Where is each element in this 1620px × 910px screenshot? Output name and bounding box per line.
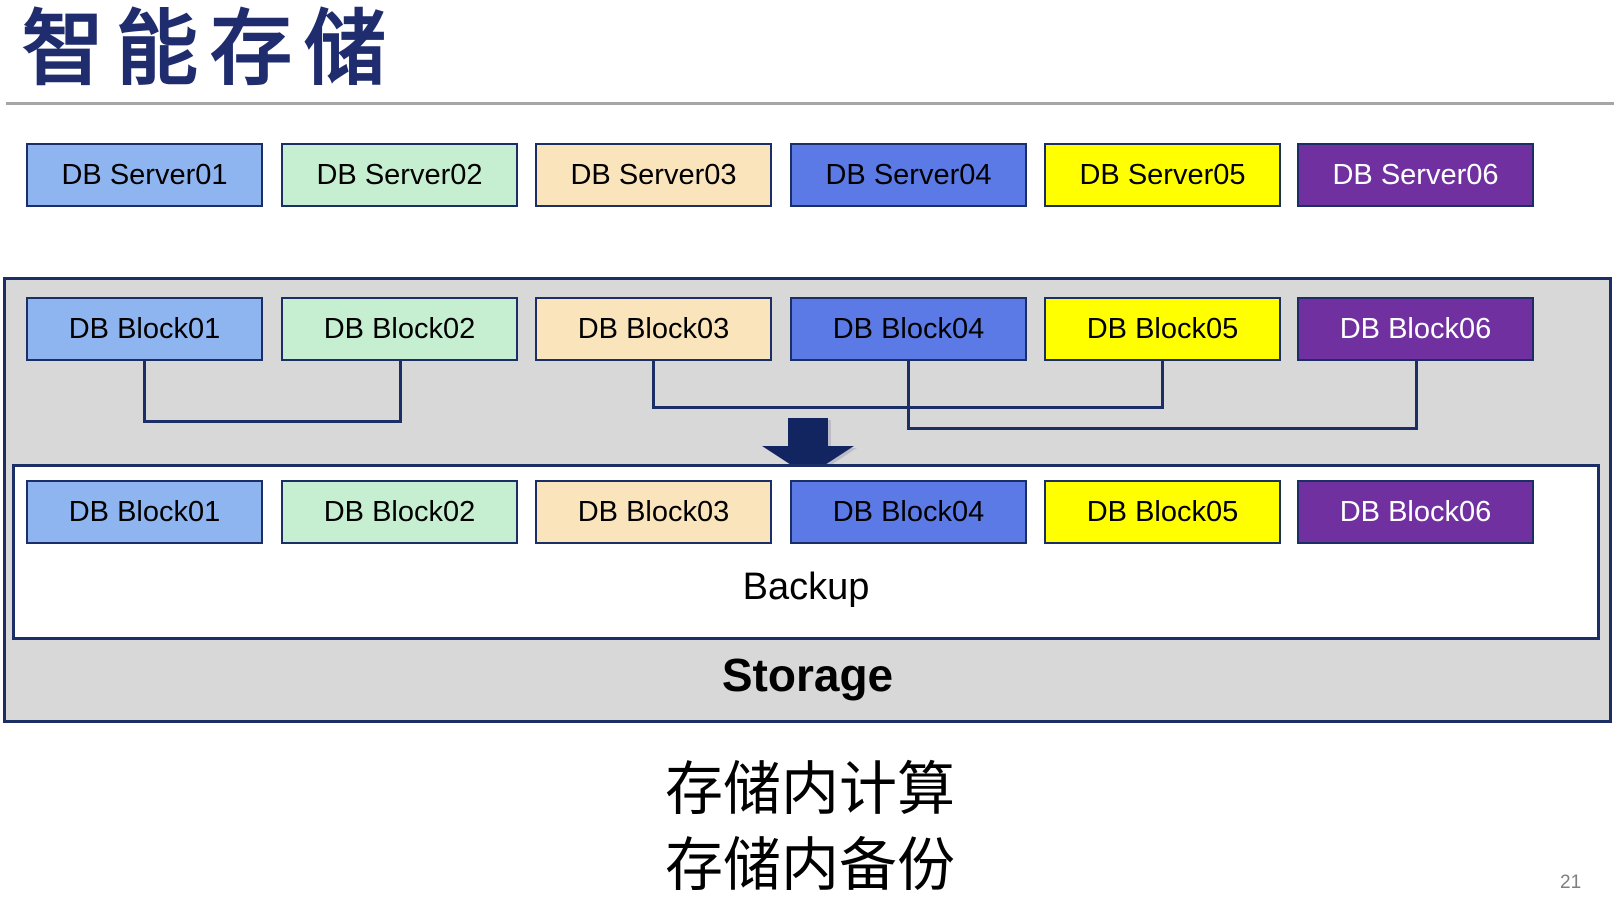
caption-line-1: 存储内计算 xyxy=(664,757,955,822)
page-number: 21 xyxy=(1560,872,1582,893)
connector-block01-block02-bottom xyxy=(143,420,402,423)
connector-block04-block06-bottom xyxy=(907,427,1418,430)
db-block-bottom-03: DB Block03 xyxy=(535,480,772,544)
db-block-bottom-02: DB Block02 xyxy=(281,480,518,544)
db-block-bottom-05: DB Block05 xyxy=(1044,480,1281,544)
connector-block03-block05-left xyxy=(652,361,655,409)
connector-block01-block02-left xyxy=(143,361,146,423)
db-server-06: DB Server06 xyxy=(1297,143,1534,207)
db-block-top-06: DB Block06 xyxy=(1297,297,1534,361)
db-block-top-04: DB Block04 xyxy=(790,297,1027,361)
db-server-05: DB Server05 xyxy=(1044,143,1281,207)
storage-label: Storage xyxy=(721,649,894,701)
connector-block04-block06-right xyxy=(1415,361,1418,430)
db-server-02: DB Server02 xyxy=(281,143,518,207)
connector-block03-block05-right xyxy=(1161,361,1164,409)
connector-block04-block06-left xyxy=(907,361,910,430)
db-block-bottom-01: DB Block01 xyxy=(26,480,263,544)
db-block-bottom-04: DB Block04 xyxy=(790,480,1027,544)
db-block-top-03: DB Block03 xyxy=(535,297,772,361)
db-block-bottom-06: DB Block06 xyxy=(1297,480,1534,544)
connector-block01-block02-right xyxy=(399,361,402,423)
page-title: 智能存储 xyxy=(22,4,399,95)
backup-label: Backup xyxy=(742,566,870,608)
db-block-top-02: DB Block02 xyxy=(281,297,518,361)
title-underline xyxy=(6,102,1614,105)
db-server-04: DB Server04 xyxy=(790,143,1027,207)
db-server-01: DB Server01 xyxy=(26,143,263,207)
db-block-top-05: DB Block05 xyxy=(1044,297,1281,361)
db-block-top-01: DB Block01 xyxy=(26,297,263,361)
db-server-03: DB Server03 xyxy=(535,143,772,207)
caption-text: 存储内计算 存储内备份 xyxy=(0,752,1620,904)
caption-line-2: 存储内备份 xyxy=(664,833,955,898)
